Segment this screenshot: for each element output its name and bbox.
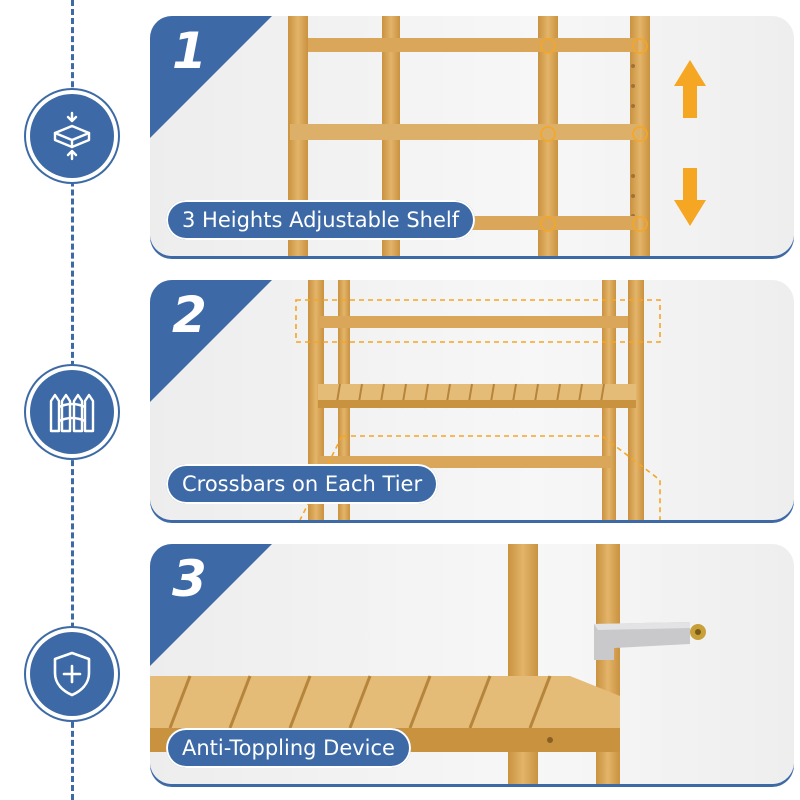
feature-number: 3 [172,550,207,608]
feature-label: Crossbars on Each Tier [166,464,439,504]
compress-shelf-icon [30,94,114,178]
feature-panel-3: 3 Anti-Toppling Device [150,544,794,784]
fence-icon [30,370,114,454]
crossbar-shelf-illustration [295,280,661,520]
feature-label: 3 Heights Adjustable Shelf [166,200,476,240]
feature-panel-1: 1 3 Heights Adjustable Shelf [150,16,794,256]
anti-toppling-illustration [150,544,706,784]
adjustable-shelf-illustration [288,16,706,256]
feature-panel-2: 2 Crossbars on Each Tier [150,280,794,520]
corner-number-tab [150,16,272,138]
feature-number: 2 [172,286,207,344]
corner-number-tab [150,280,272,402]
corner-number-tab [150,544,272,666]
feature-number: 1 [172,22,207,80]
shield-plus-icon [30,632,114,716]
feature-label: Anti-Toppling Device [166,728,411,768]
